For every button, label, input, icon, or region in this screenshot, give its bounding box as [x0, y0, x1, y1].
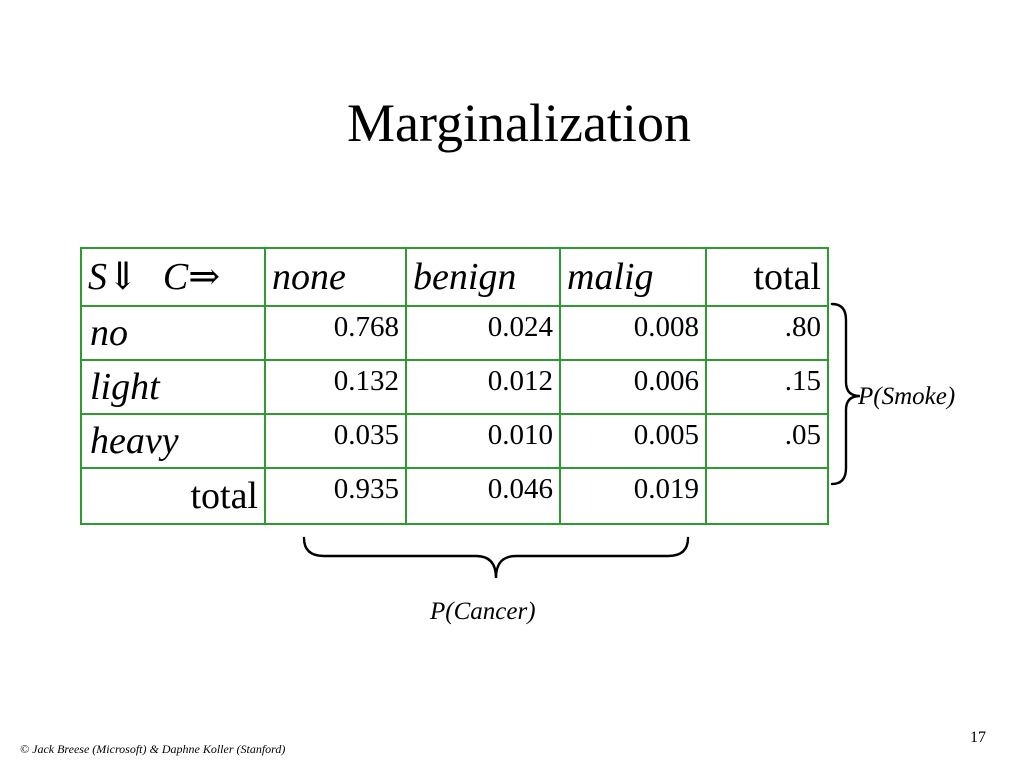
footer-copyright: © Jack Breese (Microsoft) & Daphne Kolle…	[20, 742, 286, 756]
column-total-cell: 0.935	[264, 467, 407, 525]
row-label-light: light	[80, 359, 266, 415]
column-marginal-label: P(Cancer)	[430, 598, 536, 625]
table-row: no 0.768 0.024 0.008 .80	[80, 305, 829, 361]
column-marginal-brace-icon	[302, 536, 690, 579]
column-header-malig: malig	[559, 247, 707, 307]
row-total-cell: .15	[705, 359, 829, 415]
column-total-cell: 0.019	[559, 467, 707, 525]
table-cell: 0.012	[405, 359, 561, 415]
joint-probability-table: S⇓ C⇒ none benign malig total no 0.768 0.…	[80, 247, 829, 525]
page-number: 17	[970, 729, 986, 746]
slide-title: Marginalization	[347, 93, 691, 153]
column-header-total: total	[705, 247, 829, 307]
row-marginal-brace-icon	[830, 302, 861, 486]
row-variable-label: S⇓	[88, 256, 139, 298]
table-row: heavy 0.035 0.010 0.005 .05	[80, 413, 829, 469]
row-label-total: total	[80, 467, 266, 525]
table-cell: 0.024	[405, 305, 561, 361]
table-cell: 0.006	[559, 359, 707, 415]
row-label-heavy: heavy	[80, 413, 266, 469]
table-cell: 0.010	[405, 413, 561, 469]
row-label-no: no	[80, 305, 266, 361]
table-cell: 0.008	[559, 305, 707, 361]
column-total-cell: 0.046	[405, 467, 561, 525]
table-cell: 0.035	[264, 413, 407, 469]
row-total-cell: .05	[705, 413, 829, 469]
grand-total-cell	[705, 467, 829, 525]
table-row: light 0.132 0.012 0.006 .15	[80, 359, 829, 415]
column-header-none: none	[264, 247, 407, 307]
table-header-row: S⇓ C⇒ none benign malig total	[80, 247, 829, 307]
column-variable-label: C⇒	[162, 256, 221, 298]
table-cell: 0.005	[559, 413, 707, 469]
row-marginal-label: P(Smoke)	[858, 383, 956, 410]
table-corner-cell: S⇓ C⇒	[80, 247, 266, 307]
table-total-row: total 0.935 0.046 0.019	[80, 467, 829, 525]
table-cell: 0.768	[264, 305, 407, 361]
row-total-cell: .80	[705, 305, 829, 361]
column-header-benign: benign	[405, 247, 561, 307]
table-cell: 0.132	[264, 359, 407, 415]
